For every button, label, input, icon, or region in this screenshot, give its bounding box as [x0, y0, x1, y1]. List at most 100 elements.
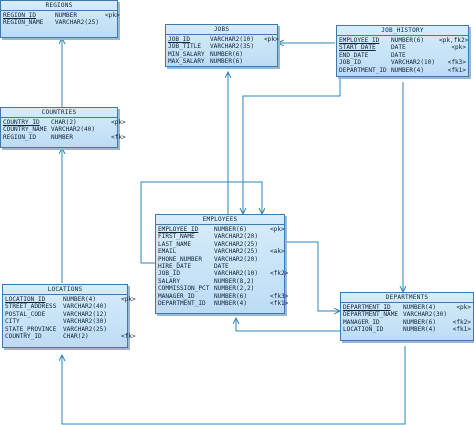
column-name: PHONE_NUMBER: [158, 255, 203, 263]
column-name: DEPARTMENT_NAME: [343, 311, 399, 319]
column-key: [121, 318, 125, 325]
connector-departments-locations: [62, 346, 406, 425]
connector-employees-departments: [285, 241, 340, 311]
column-key: <fk>: [121, 333, 136, 341]
column-key: <fk1>: [270, 300, 289, 308]
column-type: VARCHAR2(40): [51, 126, 96, 134]
column-key: [270, 256, 282, 263]
entity-title: REGIONS: [1, 1, 117, 11]
column-key: [270, 233, 282, 240]
column-name: STREET_ADDRESS: [5, 303, 57, 311]
column-name: MANAGER_ID: [343, 318, 380, 326]
column-type: NUMBER(6): [391, 37, 425, 44]
column-row: EMAIL VARCHAR2(25) <ak>: [158, 248, 285, 256]
entity-title: DEPARTMENTS: [341, 293, 473, 303]
column-name: JOB_ID: [339, 59, 362, 67]
column-name: DEPARTMENT_ID: [343, 304, 391, 311]
column-name: LOCATION_ID: [5, 296, 46, 303]
entity-title: JOBS: [166, 25, 277, 35]
column-type: NUMBER(4): [391, 66, 425, 74]
connector-employees-self: [140, 181, 262, 264]
column-key: <fk1>: [452, 326, 471, 334]
column-type: CHAR(2): [51, 119, 77, 126]
column-name: REGION_NAME: [3, 19, 44, 27]
column-name: EMAIL: [158, 248, 177, 256]
column-type: NUMBER(6): [214, 226, 248, 233]
column-name: LAST_NAME: [158, 240, 192, 248]
column-key: [264, 51, 275, 58]
column-type: VARCHAR2(25): [55, 19, 100, 27]
entity-title: LOCATIONS: [3, 285, 127, 295]
column-key: <pk>: [451, 44, 466, 52]
column-row: DEPARTMENT_NAME VARCHAR2(30): [343, 311, 471, 318]
column-key: <fk2>: [270, 270, 289, 278]
column-type: NUMBER(6): [210, 50, 244, 58]
column-type: DATE: [391, 51, 406, 59]
column-key: [270, 241, 282, 248]
column-type: VARCHAR2(20): [214, 233, 259, 241]
column-type: VARCHAR2(10): [391, 59, 436, 67]
column-name: FIRST_NAME: [158, 233, 195, 241]
column-type: VARCHAR2(25): [214, 240, 259, 248]
column-type: VARCHAR2(10): [214, 270, 259, 278]
column-key: <pk>: [121, 296, 136, 303]
column-key: <fk2>: [452, 318, 471, 326]
column-type: VARCHAR2(30): [403, 311, 448, 319]
column-key: [451, 311, 471, 318]
column-name: DEPARTMENT_ID: [339, 66, 387, 74]
column-key: [270, 278, 282, 285]
column-type: VARCHAR2(25): [63, 325, 108, 333]
column-name: DEPARTMENT_ID: [158, 300, 206, 308]
column-key: <fk>: [111, 133, 126, 141]
column-key: <ak>: [270, 248, 285, 256]
column-row: PHONE_NUMBER VARCHAR2(20): [158, 256, 282, 263]
column-name: COUNTRY_NAME: [3, 126, 48, 134]
column-key: [121, 326, 125, 333]
column-key: <fk3>: [447, 59, 466, 67]
column-key: [105, 19, 115, 26]
column-name: HIRE_DATE: [158, 263, 192, 271]
column-name: JOB_ID: [168, 36, 191, 43]
column-key: <fk1>: [447, 66, 466, 74]
column-type: NUMBER(6): [403, 318, 437, 326]
column-row: JOB_ID VARCHAR2(10) <fk3>: [339, 59, 466, 66]
column-name: JOB_TITLE: [168, 43, 202, 51]
column-name: EMPLOYEE_ID: [158, 226, 199, 233]
column-name: JOB_ID: [158, 270, 181, 278]
column-key: <pk,fk2>: [439, 37, 469, 44]
column-type: NUMBER(4): [403, 326, 437, 334]
column-type: VARCHAR2(20): [214, 255, 259, 263]
column-type: VARCHAR2(40): [63, 303, 108, 311]
column-key: [111, 126, 115, 133]
column-type: VARCHAR2(25): [214, 248, 259, 256]
column-key: [264, 43, 275, 50]
column-type: NUMBER(8,2): [214, 277, 255, 285]
column-row: LAST_NAME VARCHAR2(25): [158, 241, 282, 248]
column-type: NUMBER: [51, 133, 74, 141]
column-name: SALARY: [158, 277, 181, 285]
